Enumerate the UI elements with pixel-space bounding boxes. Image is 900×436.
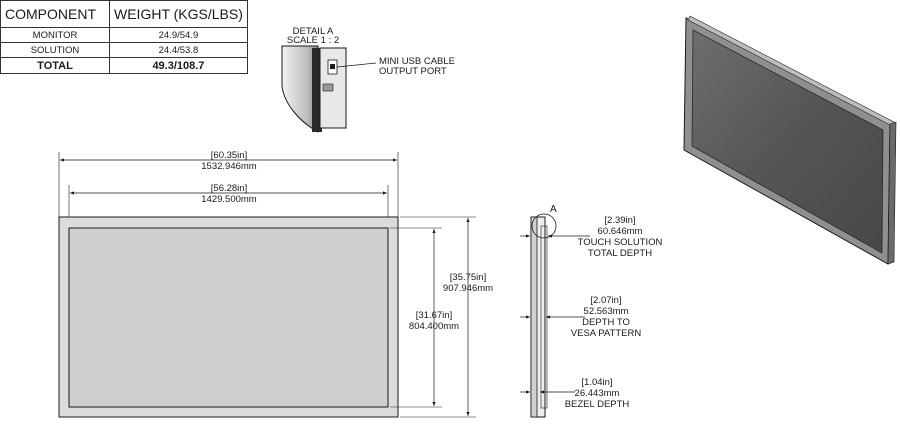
overall-height-mm: 907.946mm bbox=[443, 283, 493, 294]
section-marker: A bbox=[550, 204, 557, 215]
vesa-depth-label1: DEPTH TO bbox=[582, 317, 630, 328]
total-depth-label1: TOUCH SOLUTION bbox=[578, 237, 663, 248]
vesa-depth-label2: VESA PATTERN bbox=[571, 328, 642, 339]
table-row: SOLUTION 24.4/53.8 bbox=[0, 42, 248, 58]
detail-a-circle bbox=[531, 213, 557, 239]
weight-header: WEIGHT (KGS/LBS) bbox=[109, 0, 248, 28]
overall-width-mm: 1532.946mm bbox=[201, 161, 257, 172]
component-name: SOLUTION bbox=[0, 42, 110, 58]
component-weight: 24.4/53.8 bbox=[109, 42, 248, 58]
overall-height-in: [35.75in] bbox=[450, 272, 486, 283]
screen-width-in: [56.28in] bbox=[211, 183, 247, 194]
screen-height-in: [31.67in] bbox=[416, 310, 452, 321]
vesa-depth-in: [2.07in] bbox=[590, 295, 621, 306]
total-label: TOTAL bbox=[0, 57, 110, 74]
table-row: MONITOR 24.9/54.9 bbox=[0, 27, 248, 43]
screen-width-mm: 1429.500mm bbox=[201, 194, 257, 205]
bezel-depth-label: BEZEL DEPTH bbox=[565, 399, 630, 410]
detail-a-view: DETAIL A SCALE 1 : 2 MINI USB CABLE OUTP… bbox=[281, 26, 455, 133]
bezel-depth-mm: 26.443mm bbox=[575, 388, 620, 399]
vesa-depth-mm: 52.563mm bbox=[584, 306, 629, 317]
front-view: [60.35in] 1532.946mm [56.28in] 1429.500m… bbox=[58, 150, 493, 418]
bezel-depth-in: [1.04in] bbox=[581, 377, 612, 388]
iso-screen bbox=[691, 29, 884, 254]
weight-table-header: COMPONENT WEIGHT (KGS/LBS) bbox=[0, 0, 248, 28]
total-depth-in: [2.39in] bbox=[604, 215, 635, 226]
total-row: TOTAL 49.3/108.7 bbox=[0, 57, 248, 74]
callout-leader bbox=[336, 62, 377, 68]
overall-width-in: [60.35in] bbox=[211, 150, 247, 161]
total-weight: 49.3/108.7 bbox=[109, 57, 248, 74]
callout-line1: MINI USB CABLE bbox=[379, 56, 455, 67]
component-weight: 24.9/54.9 bbox=[109, 27, 248, 43]
isometric-view bbox=[683, 15, 897, 265]
screen-height-mm: 804.400mm bbox=[409, 321, 459, 332]
detail-bezel-edge bbox=[312, 48, 322, 132]
component-header: COMPONENT bbox=[0, 0, 110, 28]
total-depth-label2: TOTAL DEPTH bbox=[588, 248, 652, 259]
side-view: A [2.39in] 60.646mm TOUCH SOLUTION TOTAL… bbox=[520, 204, 663, 418]
detail-title: DETAIL A bbox=[293, 26, 334, 37]
component-name: MONITOR bbox=[0, 27, 110, 43]
weight-table: COMPONENT WEIGHT (KGS/LBS) MONITOR 24.9/… bbox=[0, 0, 248, 74]
monitor-front-screen bbox=[68, 227, 389, 408]
detail-scale: SCALE 1 : 2 bbox=[287, 35, 339, 46]
callout-line2: OUTPUT PORT bbox=[379, 66, 447, 77]
total-depth-mm: 60.646mm bbox=[598, 226, 643, 237]
